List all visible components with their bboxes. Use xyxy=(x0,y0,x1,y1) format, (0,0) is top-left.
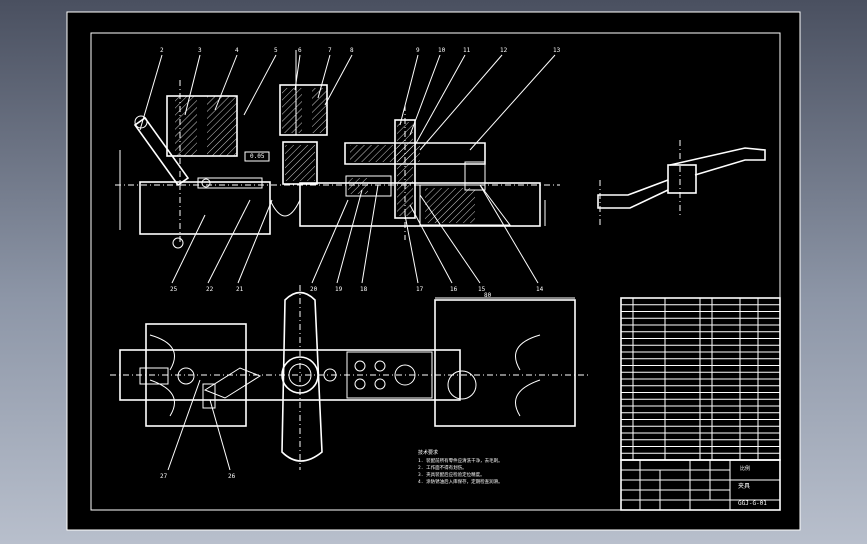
svg-text:17: 17 xyxy=(416,286,424,293)
svg-text:27: 27 xyxy=(160,473,168,480)
note-line: 1. 装配前所有零件应清洗干净，去毛刺。 xyxy=(418,457,503,464)
svg-text:3: 3 xyxy=(198,47,202,54)
plan-view: 80 27 26 xyxy=(110,285,590,480)
svg-text:16: 16 xyxy=(450,286,458,293)
svg-text:2: 2 xyxy=(160,47,164,54)
svg-text:26: 26 xyxy=(228,473,236,480)
parts-list xyxy=(620,297,781,461)
note-line: 3. 夹具装配后应检验定位精度。 xyxy=(418,471,485,478)
svg-text:9: 9 xyxy=(416,47,420,54)
svg-text:20: 20 xyxy=(310,286,318,293)
svg-text:15: 15 xyxy=(478,286,486,293)
title-block: GGJ-G-01 夹具 比例 xyxy=(620,459,781,511)
leader-labels-bottom: 25 22 21 20 19 18 17 16 15 14 xyxy=(170,286,544,293)
side-detail-view xyxy=(597,140,766,225)
svg-text:19: 19 xyxy=(335,286,343,293)
svg-text:10: 10 xyxy=(438,47,446,54)
svg-text:21: 21 xyxy=(236,286,244,293)
drawing-border xyxy=(90,32,781,511)
svg-text:4: 4 xyxy=(235,47,239,54)
svg-text:5: 5 xyxy=(274,47,278,54)
leader-lines-top xyxy=(139,54,556,151)
scale-label: 比例 xyxy=(740,465,750,472)
svg-text:7: 7 xyxy=(328,47,332,54)
drawing-number: GGJ-G-01 xyxy=(738,500,767,507)
notes-title: 技术要求 xyxy=(418,449,438,456)
svg-text:25: 25 xyxy=(170,286,178,293)
svg-text:8: 8 xyxy=(350,47,354,54)
leader-labels-top: 2 3 4 5 6 7 8 9 10 11 12 13 xyxy=(160,47,561,54)
svg-text:18: 18 xyxy=(360,286,368,293)
plan-dimension: 80 xyxy=(484,292,492,299)
dimension-note: 0.05 xyxy=(250,153,265,160)
front-section-view: 0.05 xyxy=(115,50,560,249)
svg-text:11: 11 xyxy=(463,47,471,54)
note-line: 4. 涂防锈油后入库保存，定期检查润滑。 xyxy=(418,478,503,485)
svg-text:6: 6 xyxy=(298,47,302,54)
technical-notes: 技术要求 1. 装配前所有零件应清洗干净，去毛刺。 2. 工作面不得有划伤。 3… xyxy=(418,449,503,485)
svg-text:12: 12 xyxy=(500,47,508,54)
svg-text:13: 13 xyxy=(553,47,561,54)
svg-text:14: 14 xyxy=(536,286,544,293)
svg-text:22: 22 xyxy=(206,286,214,293)
leader-lines-bottom xyxy=(171,184,539,284)
part-name: 夹具 xyxy=(738,482,750,490)
note-line: 2. 工作面不得有划伤。 xyxy=(418,464,467,471)
